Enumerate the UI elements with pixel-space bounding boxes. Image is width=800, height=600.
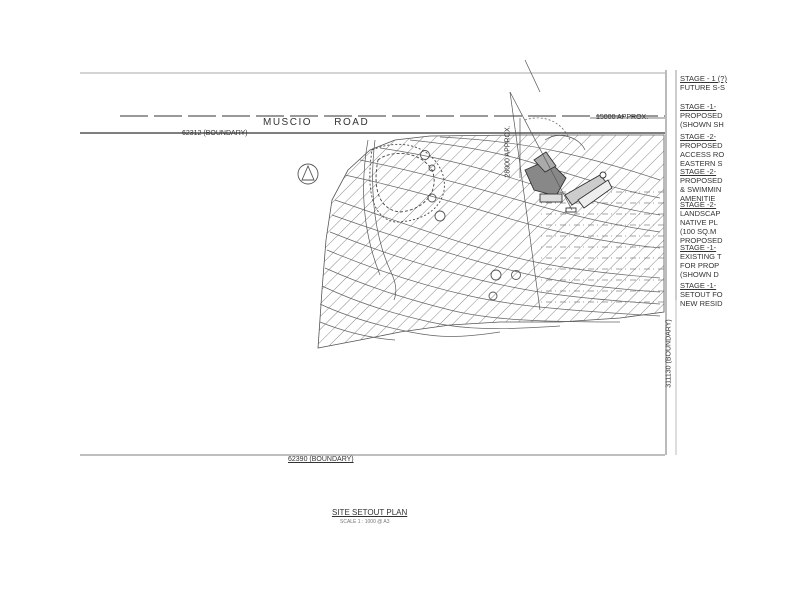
setout-lines [509, 59, 665, 311]
legend-text: ACCESS RO [680, 150, 725, 159]
legend-text: EXISTING T [680, 252, 722, 261]
legend-text: NATIVE PL [680, 218, 718, 227]
legend-text: PROPOSED [680, 176, 723, 185]
legend-heading: STAGE -2- [680, 167, 717, 176]
legend-text: (100 SQ.M [680, 227, 717, 236]
legend-text: SETOUT FO [680, 290, 723, 299]
legend-text: PROPOSED [680, 111, 723, 120]
legend-heading: STAGE -1- [680, 243, 717, 252]
proposed-building [524, 151, 613, 213]
legend-text: NEW RESID [680, 299, 723, 308]
legend-text: PROPOSED [680, 236, 723, 245]
right-boundary-label: 311130 (BOUNDARY) [665, 319, 673, 388]
legend-heading: STAGE - 1 (?) [680, 74, 727, 83]
road-name-label: MUSCIO ROAD [263, 117, 370, 128]
legend-entry: STAGE - 1 (?) FUTURE S-S [680, 74, 800, 92]
drawing-scale: SCALE 1 : 1000 @ A3 [340, 519, 390, 525]
legend-entry: STAGE -1- SETOUT FO NEW RESID [680, 281, 800, 308]
legend-text: FUTURE S-S [680, 83, 725, 92]
legend-text: (SHOWN D [680, 270, 719, 279]
vertical-dimension-label: 28000 APPROX. [504, 125, 512, 178]
legend-entry: STAGE -2- LANDSCAP NATIVE PL (100 SQ.M P… [680, 200, 800, 245]
legend-text: PROPOSED [680, 141, 723, 150]
paddock-pattern [540, 185, 664, 310]
legend-entry: STAGE -1- PROPOSED (SHOWN SH [680, 102, 800, 129]
legend-text: FOR PROP [680, 261, 720, 270]
gully-lines [363, 139, 397, 301]
drawing-title: SITE SETOUT PLAN [332, 508, 408, 517]
horizontal-dimension-label: 15000 APPROX. [596, 114, 649, 121]
legend-heading: STAGE -1- [680, 102, 717, 111]
legend-text: (SHOWN SH [680, 120, 724, 129]
trees [420, 150, 521, 301]
top-boundary-label: 62312 (BOUNDARY) [182, 130, 248, 137]
legend-heading: STAGE -1- [680, 281, 717, 290]
legend-text: EASTERN S [680, 159, 723, 168]
legend-heading: STAGE -2- [680, 132, 717, 141]
legend-text: & SWIMMIN [680, 185, 722, 194]
legend-text: LANDSCAP [680, 209, 721, 218]
legend-entry: STAGE -1- EXISTING T FOR PROP (SHOWN D [680, 243, 800, 279]
drawing-frame [80, 70, 677, 456]
bottom-boundary-label: 62390 (BOUNDARY) [288, 456, 354, 463]
legend-entry: STAGE -2- PROPOSED ACCESS RO EASTERN S [680, 132, 800, 168]
legend-text: AMENITIE [680, 194, 716, 203]
road-edges [80, 115, 665, 134]
contour-lines [319, 136, 661, 341]
legend-entry: STAGE -2- PROPOSED & SWIMMIN AMENITIE [680, 167, 800, 203]
legend: STAGE - 1 (?) FUTURE S-S [680, 74, 800, 92]
north-arrow-icon [297, 163, 319, 185]
legend-heading: STAGE -2- [680, 200, 717, 209]
